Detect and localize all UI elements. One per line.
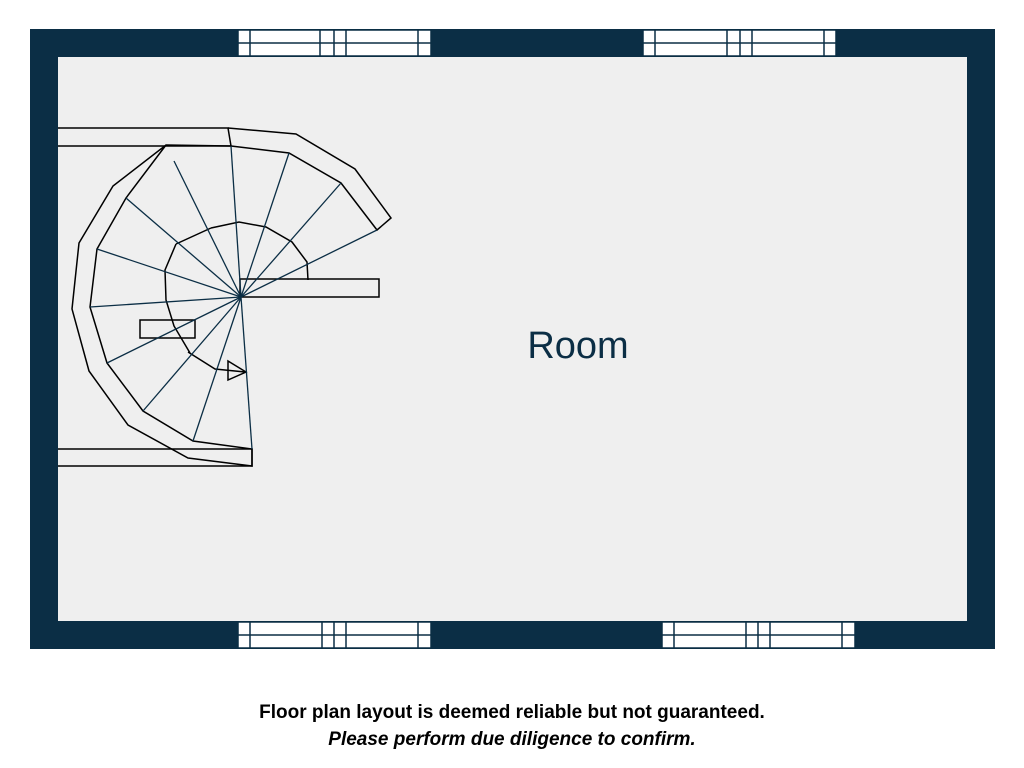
stair-tread [192, 296, 242, 442]
stair-direction-path [187, 351, 246, 373]
stair-tread [230, 145, 242, 298]
stair-rail-top [58, 127, 232, 147]
floor-plan-drawing: Room [30, 29, 995, 649]
stair-tread [173, 160, 242, 298]
disclaimer-line-1: Floor plan layout is deemed reliable but… [259, 702, 765, 723]
stair-tread [106, 296, 242, 364]
room-floor [58, 57, 967, 621]
stair-tread [240, 152, 290, 298]
stair-treads [89, 145, 378, 450]
stair-inner-curve-left [164, 243, 191, 354]
stair-tread [142, 296, 242, 412]
window-bottom-right [661, 621, 856, 649]
stair-handrail [71, 127, 393, 467]
stair-tread [125, 197, 242, 298]
window-top-left [237, 29, 432, 57]
stair-tread [96, 248, 242, 298]
window-top-right [642, 29, 837, 57]
stair-tread [240, 229, 378, 298]
stair-tread [240, 182, 342, 298]
disclaimer-line-2: Please perform due diligence to confirm. [328, 729, 696, 750]
stair-tread [240, 296, 253, 450]
arrow-icon [227, 359, 248, 382]
window-bottom-left [237, 621, 432, 649]
room-label: Room [527, 325, 628, 367]
stair-tread [89, 296, 242, 308]
spiral-staircase [58, 127, 393, 467]
stair-post-bar [139, 319, 196, 339]
